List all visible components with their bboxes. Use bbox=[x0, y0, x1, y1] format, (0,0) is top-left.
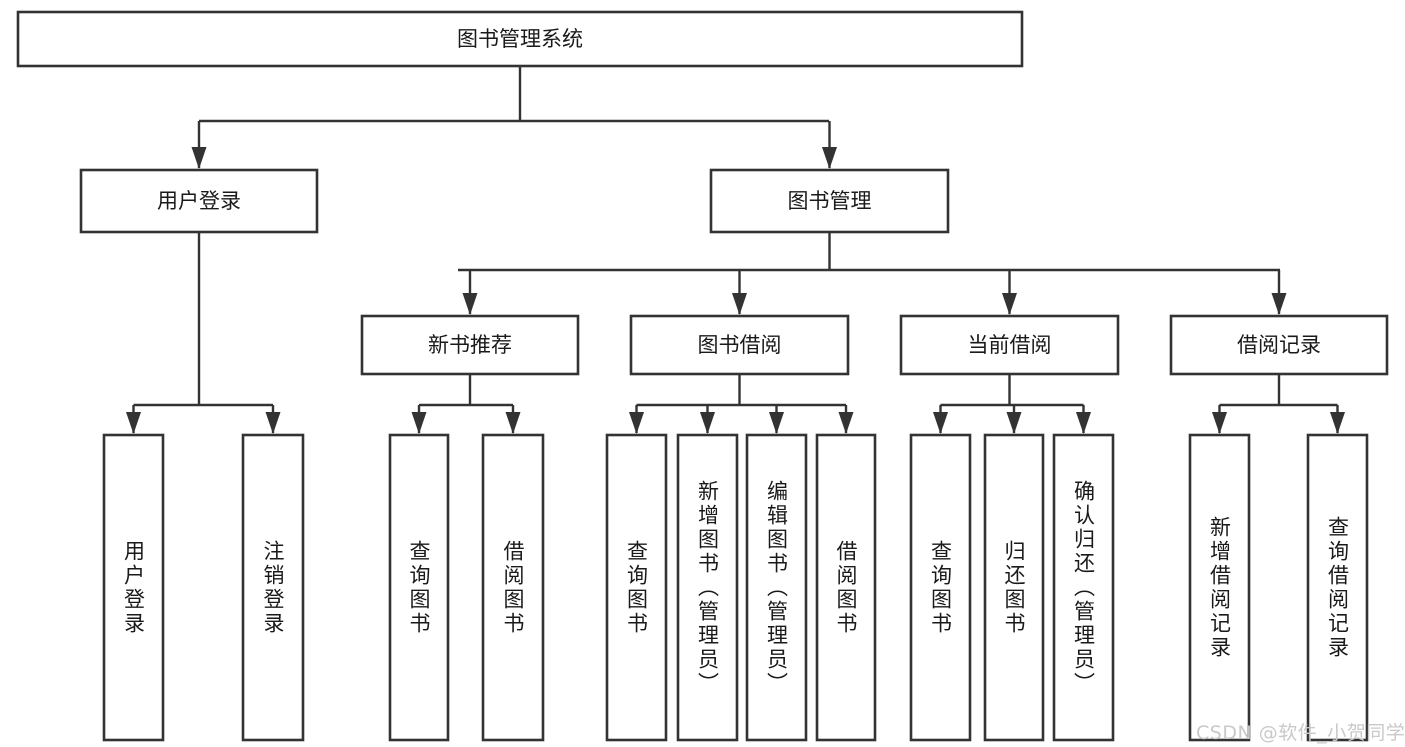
arrow-head-icon-current-borrow bbox=[1002, 293, 1017, 315]
node-leaf-add-borrow-record-box bbox=[1188, 433, 1251, 742]
node-leaf-query-book-recommend-box bbox=[388, 433, 450, 742]
node-leaf-confirm-return-box bbox=[1052, 433, 1115, 742]
arrow-head-icon-leaf-logout bbox=[265, 412, 281, 434]
node-leaf-logout-box bbox=[241, 433, 305, 742]
node-leaf-user-login-box bbox=[102, 433, 165, 742]
arrow-head-icon-leaf-confirm-return bbox=[1076, 412, 1091, 434]
node-leaf-edit-book-box bbox=[745, 433, 808, 742]
arrow-head-icon-leaf-query-book-recommend bbox=[411, 412, 427, 434]
arrow-head-icon-leaf-query-book-current bbox=[933, 412, 948, 434]
arrow-head-icon-leaf-return-book bbox=[1006, 412, 1022, 434]
node-leaf-return-book-box bbox=[983, 433, 1045, 742]
node-leaf-add-book-box bbox=[676, 433, 739, 742]
node-book-borrow-label: 图书借阅 bbox=[698, 333, 782, 357]
node-root-box bbox=[16, 10, 1024, 68]
node-leaf-query-book-borrow-box bbox=[605, 433, 668, 742]
leaf-box-layer bbox=[102, 433, 1369, 742]
arrow-head-icon-book-management bbox=[822, 147, 837, 169]
arrow-head-icon-leaf-add-borrow-record bbox=[1212, 412, 1227, 434]
node-book-management-label: 图书管理 bbox=[788, 189, 872, 213]
node-user-login-label: 用户登录 bbox=[157, 189, 241, 213]
arrow-head-icon-leaf-add-book bbox=[700, 412, 715, 434]
arrow-head-icon-borrow-record bbox=[1271, 293, 1287, 315]
arrow-head-icon-book-borrow bbox=[732, 293, 747, 315]
arrow-head-icon-leaf-borrow-book-recommend bbox=[505, 412, 521, 434]
connector-layer bbox=[126, 66, 1345, 434]
node-borrow-record-label: 借阅记录 bbox=[1237, 333, 1321, 357]
arrow-head-icon-user-login bbox=[191, 147, 207, 169]
node-leaf-query-borrow-record-box bbox=[1306, 433, 1369, 742]
csdn-watermark: CSDN @软件_小贺同学 bbox=[1196, 722, 1405, 744]
arrow-head-icon-leaf-query-book-borrow bbox=[629, 412, 644, 434]
node-leaf-query-book-current-box bbox=[909, 433, 972, 742]
node-leaf-borrow-book-box bbox=[815, 433, 877, 742]
node-book-management-box bbox=[709, 168, 950, 234]
node-leaf-borrow-book-recommend-box bbox=[481, 433, 545, 742]
node-new-book-recommend-label: 新书推荐 bbox=[428, 333, 512, 357]
arrow-head-icon-leaf-edit-book bbox=[769, 412, 784, 434]
arrow-head-icon-leaf-user-login bbox=[126, 412, 141, 434]
arrow-head-icon-new-book-recommend bbox=[462, 293, 478, 315]
node-book-borrow-box bbox=[629, 314, 850, 376]
node-user-login-box bbox=[79, 168, 319, 234]
arrow-head-icon-leaf-query-borrow-record bbox=[1330, 412, 1345, 434]
node-new-book-recommend-box bbox=[360, 314, 580, 376]
node-root-label: 图书管理系统 bbox=[457, 27, 583, 51]
node-borrow-record-box bbox=[1169, 314, 1389, 376]
node-current-borrow-label: 当前借阅 bbox=[968, 333, 1052, 357]
node-current-borrow-box bbox=[899, 314, 1120, 376]
arrow-head-icon-leaf-borrow-book bbox=[838, 412, 854, 434]
